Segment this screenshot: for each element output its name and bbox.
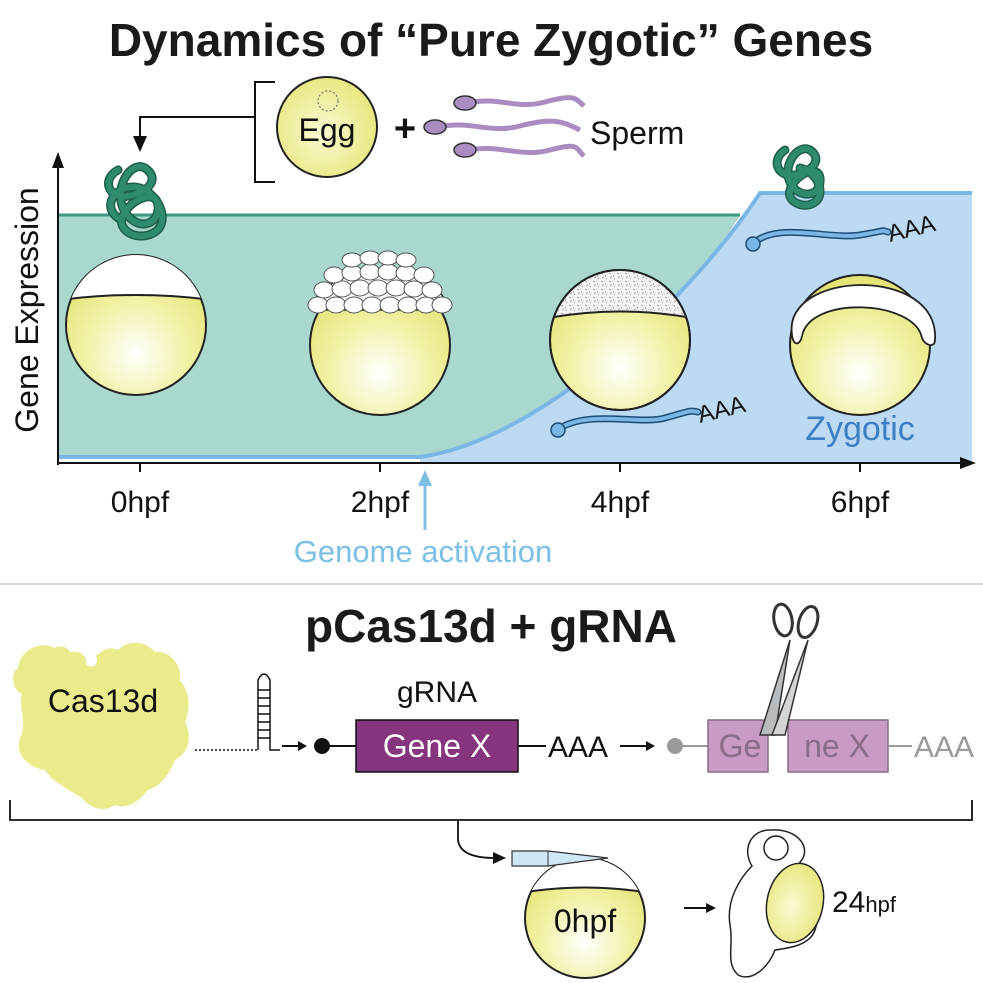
fertilization-bracket (133, 81, 275, 183)
cleaved-gene-left-label: Ge (719, 728, 762, 764)
arrow-to-cleavage (620, 741, 655, 751)
cas13d-label: Cas13d (48, 683, 158, 719)
genome-activation-arrow (418, 470, 432, 530)
injection-stage-label: 0hpf (554, 903, 616, 939)
sperm-cells (423, 95, 586, 158)
plus-sign: + (394, 108, 416, 150)
injection-arrowhead (493, 852, 506, 864)
gene-x-box (355, 719, 519, 773)
cas13d-protein (13, 642, 189, 810)
cleaved-gene-right (787, 719, 889, 773)
cleaved-mrna-cap (667, 738, 683, 754)
axes (52, 152, 976, 472)
larva-stage-label: 24hpf (832, 886, 897, 919)
genome-activation-label: Genome activation (294, 534, 552, 569)
bottom-title: pCas13d + gRNA (305, 600, 677, 652)
time-label-1: 2hpf (351, 486, 410, 519)
main-title: Dynamics of “Pure Zygotic” Genes (109, 14, 873, 66)
larva-24hpf (728, 829, 825, 978)
injection-needle (511, 850, 609, 867)
injection-arrow-line (457, 820, 496, 859)
cleaved-gene-right-label: ne X (804, 728, 870, 764)
y-axis-label: Gene Expression (9, 187, 45, 432)
target-mrna-cap (314, 738, 330, 754)
larva-stage-unit: hpf (865, 892, 896, 917)
arrow-grna-to-target (282, 741, 307, 751)
embryo-2hpf (307, 250, 453, 416)
mrna-4hpf (550, 407, 702, 438)
embryo-6hpf (789, 274, 936, 416)
scissors-icon (758, 602, 820, 736)
sperm-label: Sperm (590, 115, 684, 151)
arrow-to-larva (684, 903, 716, 913)
cleaved-gene-left (707, 719, 769, 773)
zygotic-label: Zygotic (805, 410, 915, 448)
egg-label: Egg (299, 112, 356, 148)
cleaved-polya-label: AAA (914, 731, 974, 764)
maternal-protein-icon (104, 162, 167, 241)
time-label-0: 0hpf (111, 486, 170, 519)
mrna-6hpf (745, 227, 892, 252)
time-label-3: 6hpf (831, 486, 890, 519)
grna-label: gRNA (397, 676, 477, 709)
grna-hairpin (195, 673, 280, 751)
bottom-bracket (9, 800, 973, 821)
larva-stage-number: 24 (832, 886, 865, 919)
target-polya-label: AAA (548, 731, 608, 764)
time-label-2: 4hpf (591, 486, 650, 519)
zygotic-protein-icon (772, 144, 825, 210)
egg-cell (276, 76, 378, 178)
gene-x-label: Gene X (383, 728, 492, 764)
egg-nucleus (317, 90, 339, 112)
